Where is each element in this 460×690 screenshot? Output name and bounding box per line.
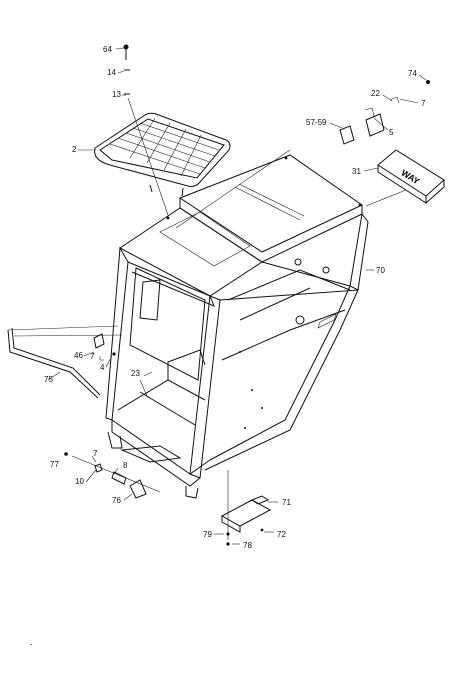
callout-7-hinge: 7: [90, 352, 95, 361]
callout-5: 5: [389, 128, 394, 137]
under-bracket: [220, 470, 272, 546]
pivot-hardware: [64, 452, 161, 499]
callout-7-top: 7: [421, 99, 426, 108]
stray-mark: [29, 643, 33, 646]
callout-13: 13: [112, 90, 121, 99]
callout-74: 74: [408, 69, 417, 78]
callout-76: 76: [112, 496, 121, 505]
callout-7-lower: 7: [93, 449, 98, 458]
callout-31: 31: [352, 167, 361, 176]
callout-14: 14: [107, 68, 116, 77]
callout-4: 4: [100, 363, 105, 372]
grab-rod-75: [7, 325, 123, 399]
leader-lines: [47, 47, 427, 545]
callout-64: 64: [103, 45, 112, 54]
hinge-parts: [93, 333, 116, 361]
hardware-stack-64-14-13: [123, 44, 169, 216]
callout-46: 46: [74, 351, 83, 360]
callout-71: 71: [282, 498, 291, 507]
callout-75: 75: [44, 375, 53, 384]
callout-23: 23: [131, 369, 140, 378]
callout-78: 78: [243, 541, 252, 550]
callout-77: 77: [50, 460, 59, 469]
callout-57-59: 57-59: [306, 118, 327, 127]
callout-labels: 64 14 13 2 74 22 7 57-59 5 31 70 46 7 4 …: [44, 45, 426, 550]
callout-22: 22: [371, 89, 380, 98]
callout-10: 10: [75, 477, 84, 486]
latch-assembly: [339, 80, 430, 145]
callout-72: 72: [277, 530, 286, 539]
callout-70: 70: [376, 266, 385, 275]
callout-2: 2: [72, 145, 77, 154]
callout-8: 8: [123, 461, 128, 470]
decal-31: WAY: [377, 149, 445, 204]
callout-79: 79: [203, 530, 212, 539]
cab-frame: [105, 154, 369, 499]
roof-rack: [94, 112, 231, 197]
